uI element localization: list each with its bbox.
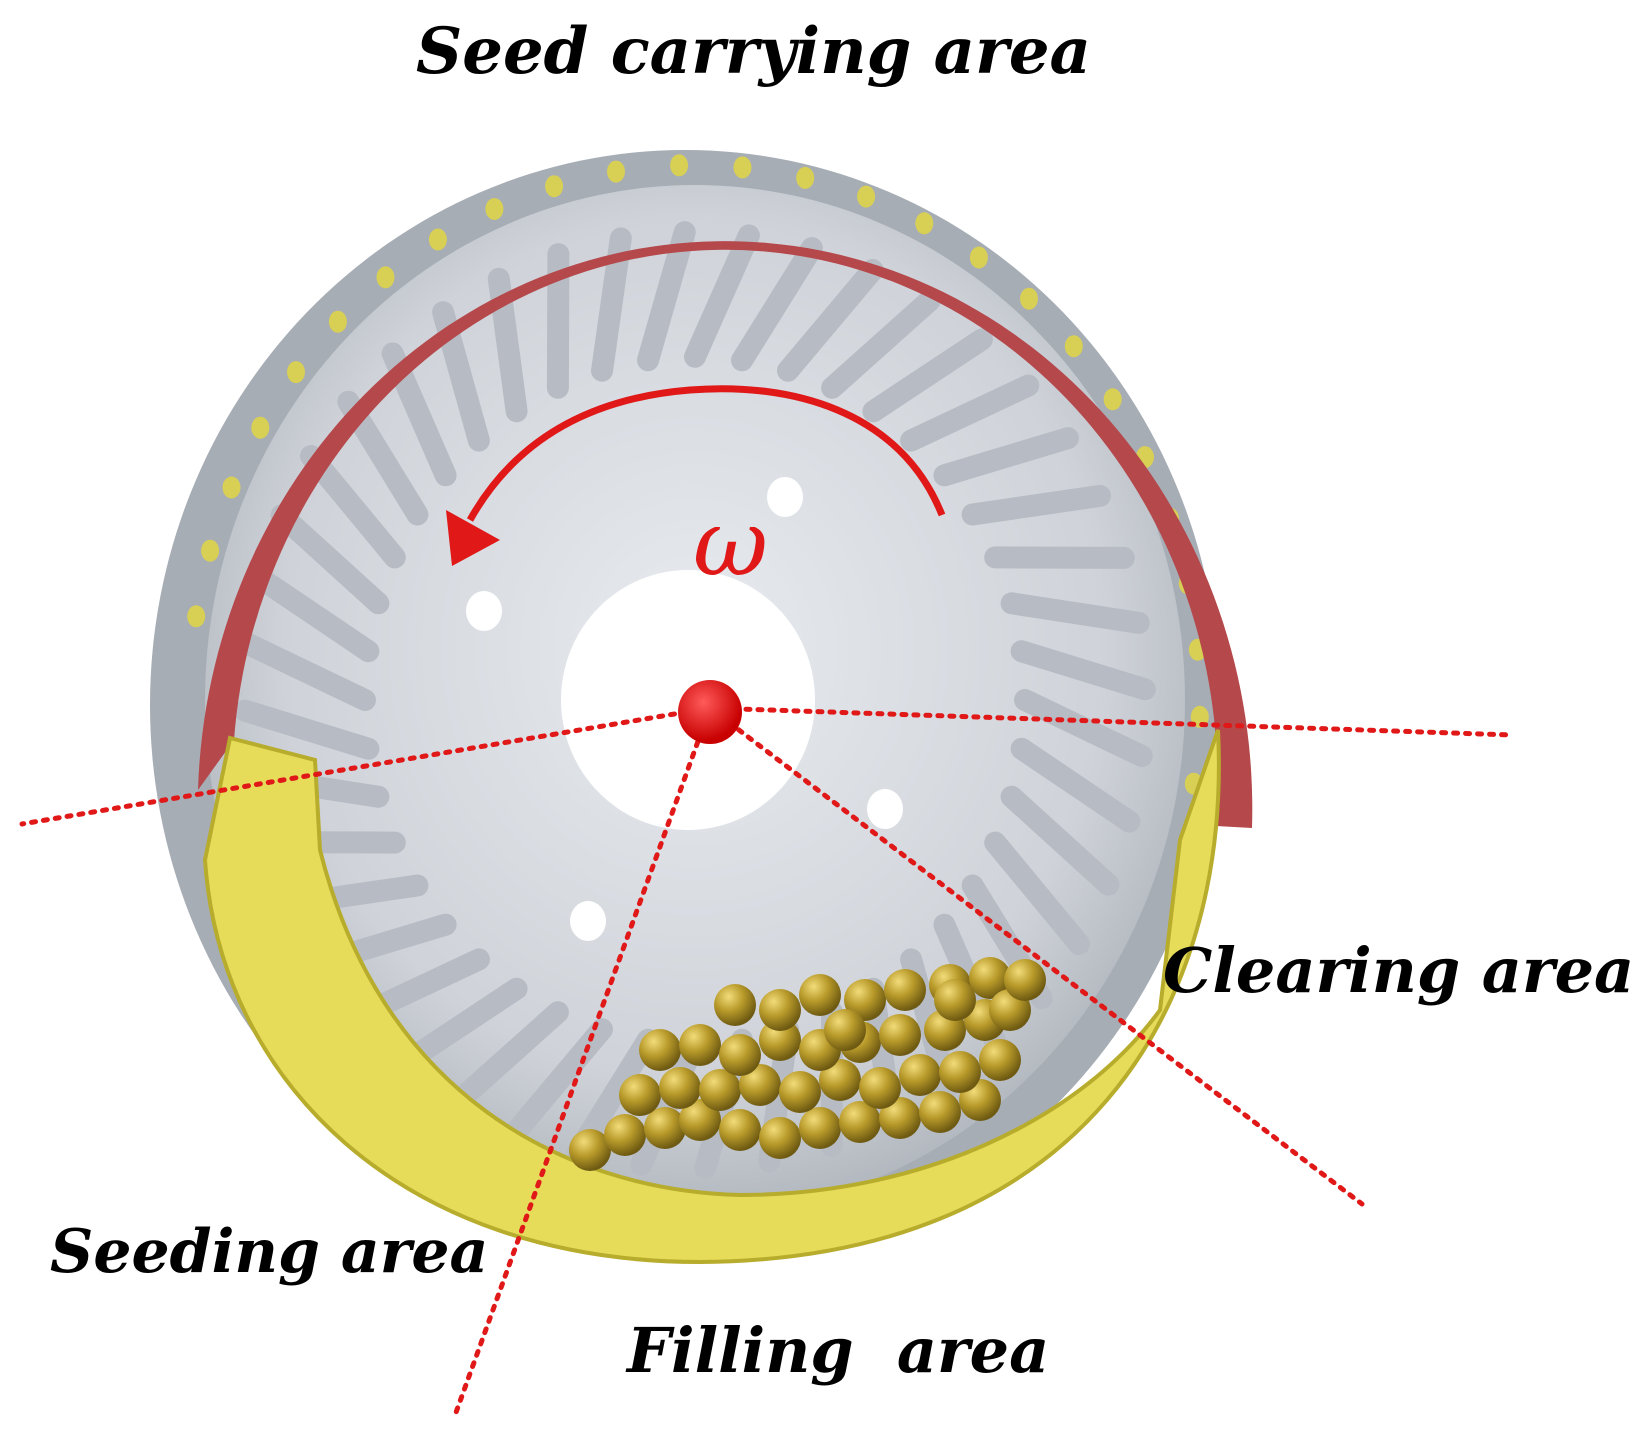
rim-seed bbox=[545, 175, 564, 198]
radial-slot bbox=[449, 1001, 569, 1111]
seed bbox=[799, 974, 841, 1016]
center-dot-icon bbox=[678, 680, 742, 744]
seed bbox=[679, 1024, 721, 1066]
counterclockwise-arrow-icon bbox=[446, 385, 946, 566]
seed bbox=[679, 1099, 721, 1141]
radial-slot bbox=[1014, 689, 1153, 767]
seed bbox=[879, 1014, 921, 1056]
rim-seed bbox=[428, 228, 447, 251]
radial-slot bbox=[397, 977, 528, 1072]
seed bbox=[619, 1074, 661, 1116]
seed bbox=[819, 1059, 861, 1101]
rim-seed bbox=[733, 156, 752, 179]
rim-seed bbox=[287, 361, 305, 384]
mounting-hole bbox=[570, 901, 606, 941]
rim-seed bbox=[376, 266, 395, 289]
rim-seed bbox=[485, 198, 504, 220]
clearing-area-label: Clearing area bbox=[1163, 934, 1635, 1007]
seed bbox=[639, 1029, 681, 1071]
seed bbox=[844, 979, 886, 1021]
radial-slot bbox=[237, 633, 376, 711]
rim-seed bbox=[607, 160, 625, 183]
radial-slot bbox=[270, 504, 390, 615]
seed bbox=[969, 957, 1011, 999]
radial-slot bbox=[684, 224, 760, 368]
seed bbox=[779, 1071, 821, 1113]
radial-slot bbox=[731, 237, 823, 372]
seed bbox=[759, 1117, 801, 1159]
radial-slot bbox=[961, 484, 1111, 526]
seed bbox=[1004, 959, 1046, 1001]
seed bbox=[759, 989, 801, 1031]
rim-seed bbox=[251, 416, 270, 439]
filling-area-label: Filling area bbox=[627, 1314, 1050, 1387]
radial-slot bbox=[1010, 640, 1156, 701]
radial-slot bbox=[984, 831, 1090, 955]
radial-slot bbox=[984, 546, 1135, 569]
seed bbox=[884, 969, 926, 1011]
radial-slot bbox=[900, 374, 1040, 452]
radial-slot bbox=[933, 427, 1079, 487]
seed bbox=[979, 1039, 1021, 1081]
seed bbox=[644, 1107, 686, 1149]
filling-band bbox=[202, 729, 1221, 1265]
boundary-line-left bbox=[19, 705, 713, 827]
radial-slot bbox=[637, 221, 696, 372]
rim-seed bbox=[201, 539, 220, 562]
seed bbox=[824, 1009, 866, 1051]
seed-pile bbox=[569, 957, 1046, 1171]
rim-seed bbox=[328, 310, 347, 333]
seed bbox=[569, 1129, 611, 1171]
seed bbox=[879, 1097, 921, 1139]
radial-slot bbox=[1000, 592, 1150, 634]
radial-slot bbox=[234, 699, 380, 760]
mounting-hole bbox=[767, 477, 803, 517]
mounting-hole bbox=[466, 591, 502, 631]
radial-slot bbox=[1010, 737, 1141, 833]
boundary-line-bottom-right bbox=[707, 705, 1365, 1207]
seed-carrying-area-label: Seed carrying area bbox=[416, 14, 1091, 89]
seed bbox=[699, 1069, 741, 1111]
seed bbox=[799, 1107, 841, 1149]
rim-seed bbox=[969, 246, 988, 269]
rim-seed bbox=[1020, 287, 1038, 310]
seed bbox=[714, 984, 756, 1026]
seed bbox=[839, 1101, 881, 1143]
rim-seed bbox=[796, 166, 815, 189]
seed bbox=[719, 1109, 761, 1151]
rim-seed bbox=[670, 154, 689, 177]
radial-slot bbox=[862, 328, 993, 423]
boundary-line-bottom-left bbox=[451, 705, 713, 1421]
radial-slot bbox=[1000, 785, 1120, 896]
angular-velocity-label: ω bbox=[693, 490, 769, 597]
seed bbox=[939, 1051, 981, 1093]
mounting-hole bbox=[867, 789, 903, 829]
radial-slot bbox=[777, 259, 884, 382]
seed bbox=[719, 1034, 761, 1076]
seed bbox=[919, 1091, 961, 1133]
seed bbox=[659, 1067, 701, 1109]
rim-seed bbox=[1064, 335, 1083, 358]
rim-seed bbox=[187, 605, 206, 628]
radial-slot bbox=[249, 567, 380, 663]
seed bbox=[759, 1019, 801, 1061]
seed bbox=[739, 1064, 781, 1106]
rim-seed bbox=[915, 212, 934, 235]
rim-seed bbox=[1103, 388, 1122, 411]
boundary-line-right bbox=[707, 705, 1515, 738]
radial-slot bbox=[300, 445, 406, 569]
rim-seed bbox=[222, 476, 241, 499]
seeding-area-label: Seeding area bbox=[50, 1217, 489, 1287]
seed bbox=[899, 1054, 941, 1096]
zone-boundary-lines bbox=[19, 705, 1515, 1421]
seed bbox=[934, 979, 976, 1021]
seed bbox=[604, 1114, 646, 1156]
rim-seed bbox=[857, 185, 876, 208]
seed bbox=[859, 1067, 901, 1109]
radial-slot bbox=[821, 289, 941, 399]
